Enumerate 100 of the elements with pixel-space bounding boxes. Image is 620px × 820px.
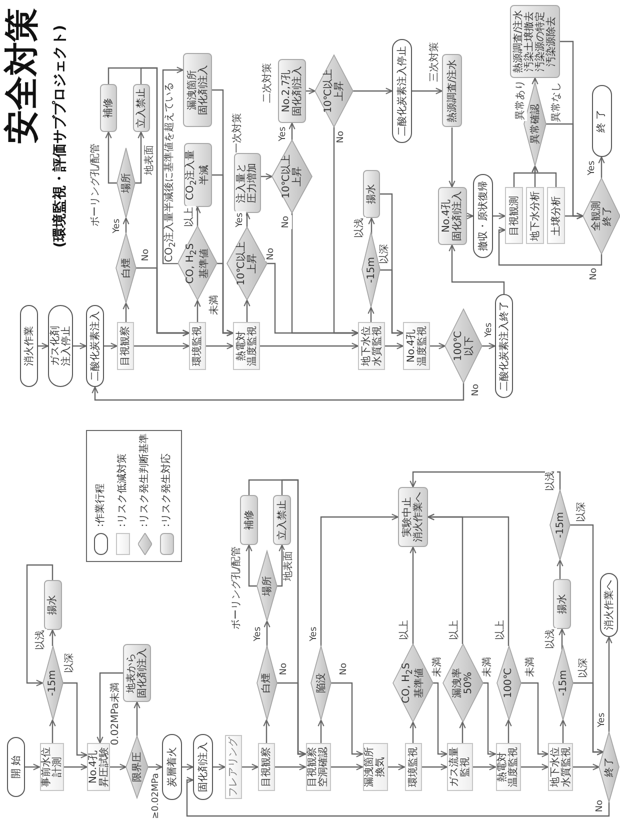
decision-diamond	[553, 646, 573, 720]
flow-arrow	[134, 342, 190, 350]
process-box	[403, 322, 430, 370]
node-text: 立入禁止	[276, 500, 288, 540]
flow-arrow	[459, 721, 466, 743]
flow-arrow	[473, 764, 496, 770]
node-text: 汚染源除去	[546, 16, 557, 66]
edge-label: No	[280, 214, 292, 230]
node-text: 白煙	[120, 258, 132, 278]
legend-text: :作業行程	[94, 484, 107, 527]
edge-label: 以上	[449, 619, 461, 641]
process-box	[117, 322, 134, 370]
action-box	[273, 495, 291, 545]
edge-label: Yes	[234, 212, 246, 228]
flow-arrow	[493, 212, 506, 220]
node-text: 注入量と圧力増加	[236, 163, 258, 203]
process-box	[362, 743, 388, 791]
process-box	[447, 743, 473, 791]
node-text: 環境監視	[192, 326, 203, 366]
edge-label: ボーリング孔/配管	[231, 545, 243, 631]
action-box	[183, 53, 212, 127]
node-text: 陥没	[316, 673, 326, 693]
flow-arrow	[380, 269, 404, 336]
flow-arrow	[136, 267, 190, 336]
node-text: ガス化剤注入停止	[50, 326, 72, 366]
node-text: 目視観察空洞確認	[307, 747, 329, 787]
node-text: 熱電対温度監視	[497, 747, 519, 787]
flow-arrow	[206, 342, 234, 350]
flow-arrow	[482, 682, 496, 758]
decision-diamond	[583, 178, 620, 254]
node-text: 限界圧	[132, 752, 142, 782]
process-box	[87, 743, 110, 791]
edge-label: 0.02MPa未満	[110, 682, 122, 746]
node-text: 環境監視	[408, 747, 418, 787]
edge-label: 未満	[432, 656, 444, 678]
process-box	[404, 743, 422, 791]
node-text: 二酸化炭素注入終了	[498, 301, 510, 391]
flow-arrow	[427, 514, 510, 646]
flow-arrow	[62, 682, 88, 758]
edge-label: Yes	[252, 626, 264, 642]
node-text: 熱電対温度監視	[236, 326, 258, 366]
flow-arrow	[532, 77, 538, 85]
process-box	[505, 188, 523, 244]
node-text: ガス流量監視	[449, 747, 471, 787]
node-text: -15m	[558, 670, 568, 696]
action-box	[123, 644, 151, 702]
node-text: 目視観察	[120, 326, 131, 366]
flow-arrow	[573, 682, 604, 756]
flow-arrow	[412, 88, 443, 94]
flow-arrow	[331, 682, 364, 758]
edge-label: 地表面	[144, 144, 156, 176]
flow-arrow	[288, 122, 296, 140]
flow-arrow	[104, 342, 118, 350]
flow-arrow	[520, 682, 549, 758]
edge-label: 未満	[209, 294, 221, 316]
node-text: 地下水位水質監視	[360, 326, 382, 366]
decision-diamond	[227, 227, 267, 300]
decision-diamond	[442, 644, 482, 722]
flow-arrow	[498, 226, 602, 266]
note-text: 二次対策	[262, 63, 274, 103]
flow-arrow	[353, 88, 393, 94]
node-text: 炭層着火	[166, 747, 178, 787]
flow-arrow	[333, 127, 359, 336]
flow-arrow	[96, 672, 123, 744]
action-box	[398, 487, 428, 547]
node-text: No.2,7孔固化剤注入	[281, 66, 303, 116]
process-box	[496, 743, 520, 791]
node-text: 二酸化炭素注入停止	[396, 46, 408, 136]
flow-arrow	[92, 383, 464, 401]
node-text: 100℃	[503, 668, 514, 698]
node-text: 汚染土壌撤去	[524, 12, 535, 72]
flow-arrow	[306, 88, 316, 94]
flow-arrow	[260, 173, 273, 180]
flow-arrow	[212, 89, 234, 336]
flow-arrow	[410, 471, 561, 490]
flow-arrow	[330, 764, 364, 770]
flow-arrow	[433, 682, 448, 758]
node-text: 補修	[244, 510, 254, 530]
process-box	[306, 743, 330, 791]
node-text: 撤収・原状復帰	[478, 181, 488, 251]
node-text: 熱源調査/注水	[446, 59, 458, 123]
flow-arrow	[385, 342, 404, 350]
decision-diamond	[272, 140, 312, 213]
edge-label: 以深	[64, 652, 76, 674]
node-text: 固化剤注入	[198, 742, 208, 792]
flow-arrow	[105, 131, 117, 184]
node-text: -15m	[554, 512, 566, 538]
action-box	[510, 5, 560, 78]
decision-diamond	[362, 232, 380, 308]
node-text: 異常確認	[530, 104, 540, 144]
legend-text: :リスク発生対応	[160, 454, 173, 527]
flow-arrow	[213, 764, 226, 770]
node-text: 地下水位水質監視	[550, 747, 572, 787]
node-text: 100℃以下	[452, 330, 474, 362]
decision-diamond	[393, 644, 433, 722]
node-text: フレアリング	[228, 737, 239, 797]
node-text: 目視観察	[261, 747, 272, 787]
node-text: 揚水	[366, 184, 377, 204]
decision-diamond	[117, 148, 135, 218]
edge-label: 以上	[495, 619, 507, 641]
